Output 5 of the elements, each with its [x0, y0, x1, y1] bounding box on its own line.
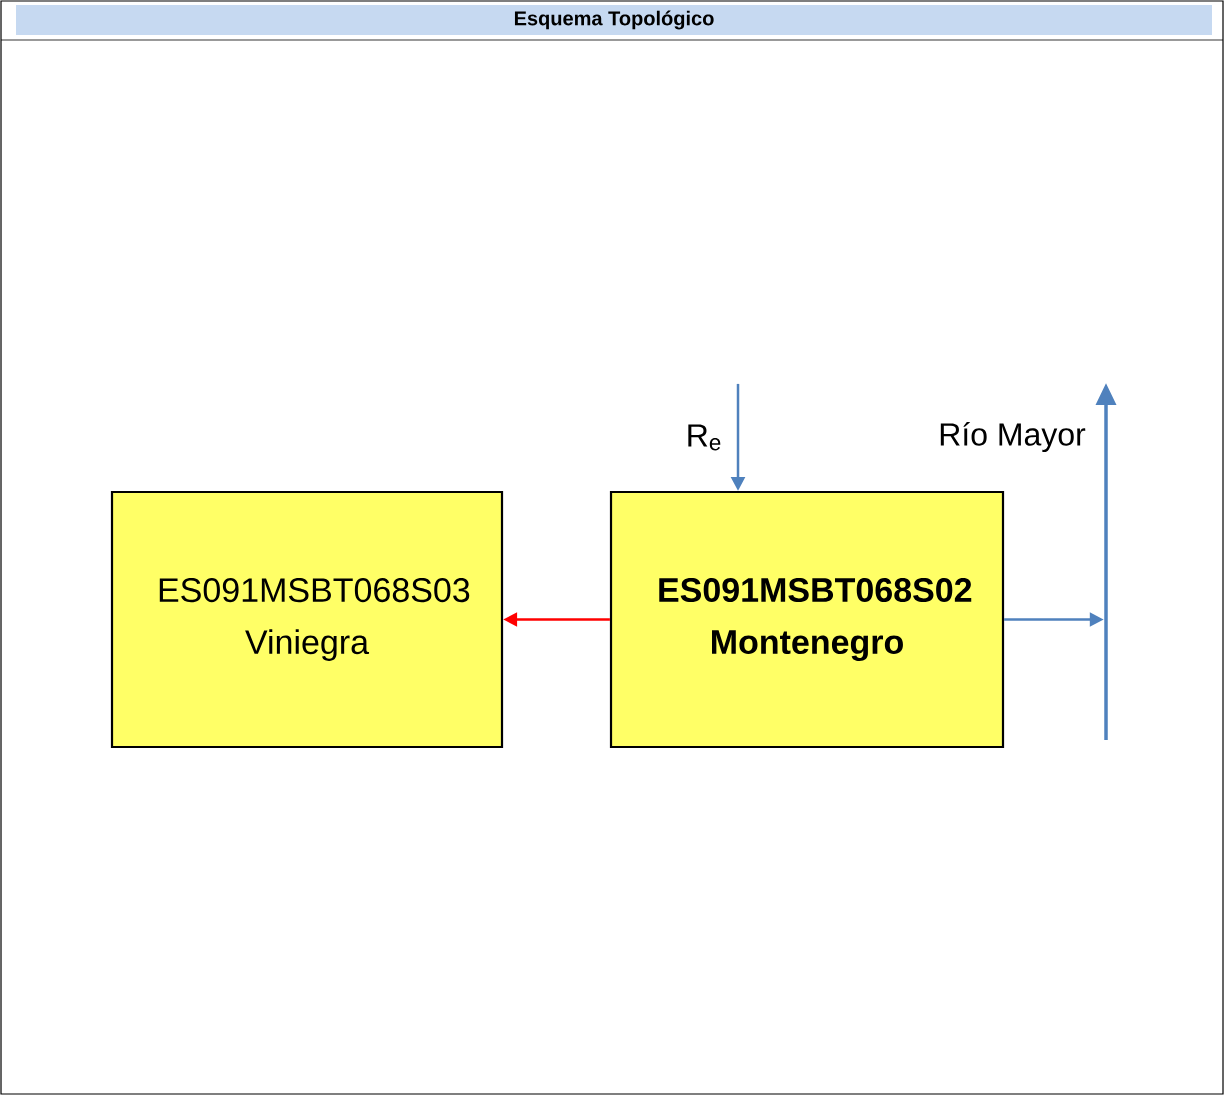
edge-label: R$_{e}$ — [688, 424, 721, 451]
water-body-box: ES091MSBT068S03 Viniegra — [110, 490, 504, 749]
water-body-box: ES091MSBT068S02 Montenegro — [609, 490, 1005, 749]
title-band: Esquema Topológico — [16, 5, 1212, 35]
river-label: Río Mayor — [940, 421, 1086, 453]
